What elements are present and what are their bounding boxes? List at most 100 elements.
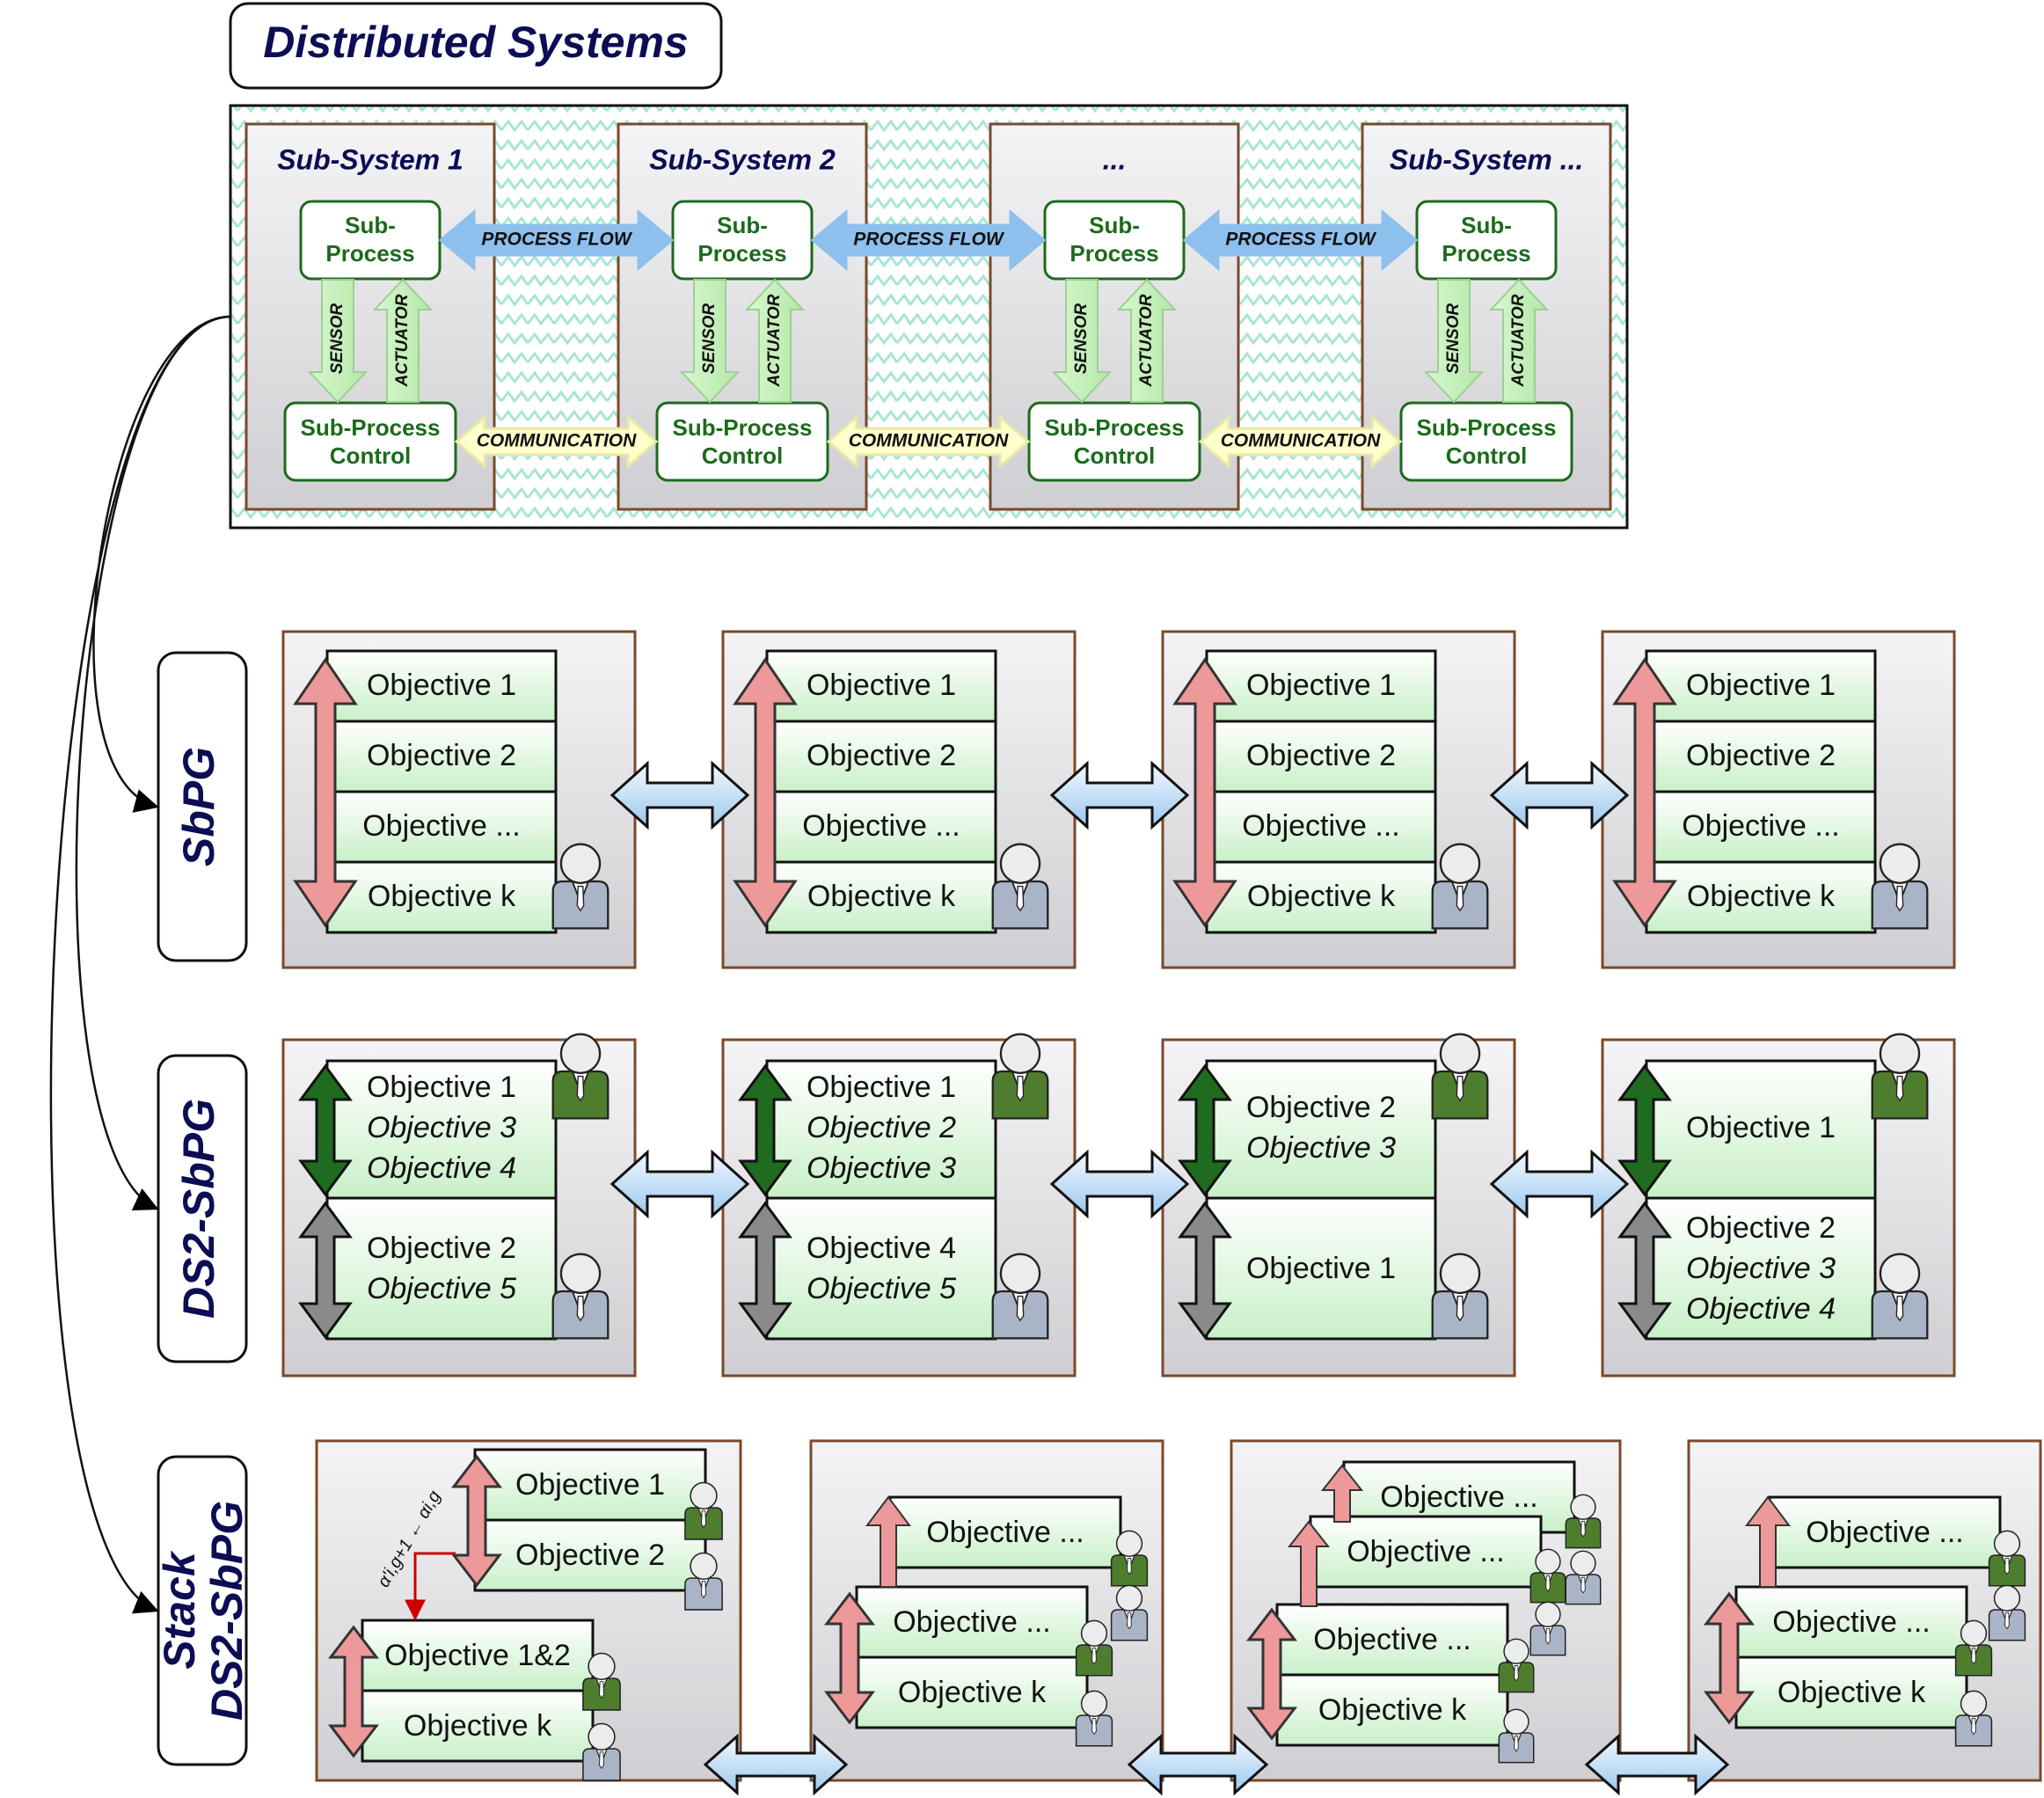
- objective-label: Objective 2: [1686, 739, 1836, 772]
- objective-label: Objective k: [807, 880, 956, 913]
- person-head: [690, 1552, 718, 1581]
- objective-label: Objective ...: [1347, 1535, 1505, 1568]
- process-flow-label: PROCESS FLOW: [481, 230, 633, 250]
- person-tie: [576, 1295, 585, 1322]
- sensor-label: SENSOR: [700, 303, 719, 375]
- objective-label: Objective 3: [1686, 1252, 1836, 1285]
- person-tie: [1091, 1648, 1097, 1665]
- row-label-ds2-sbpg: DS2-SbPG: [174, 1099, 223, 1319]
- person-tie: [1545, 1628, 1551, 1645]
- person-head: [1439, 1033, 1481, 1074]
- group-arrow: [1617, 1063, 1672, 1197]
- person-tie: [2004, 1558, 2010, 1575]
- person-icon: [1498, 1708, 1535, 1764]
- person-tie: [1545, 1575, 1551, 1592]
- objective-label: Objective 3: [367, 1111, 516, 1144]
- objective-label: Objective 5: [807, 1272, 956, 1305]
- objective-label: Objective 1: [367, 669, 516, 702]
- person-icon: [684, 1481, 723, 1540]
- group-arrow: [738, 1201, 792, 1340]
- person-tie: [1895, 1075, 1904, 1102]
- priority-arrow: [733, 657, 798, 928]
- control-label: Control: [330, 442, 411, 469]
- person-tie: [1580, 1577, 1586, 1594]
- person-icon: [991, 1253, 1049, 1340]
- person-icon: [991, 843, 1049, 930]
- person-icon: [1954, 1690, 1993, 1747]
- control-label: Control: [1074, 442, 1155, 469]
- objective-label: Objective 1: [515, 1468, 665, 1502]
- objective-group-box: [1645, 1059, 1877, 1200]
- person-head: [1080, 1690, 1108, 1717]
- objective-label: Objective 1&2: [384, 1639, 571, 1672]
- person-icon: [1988, 1530, 2026, 1587]
- person-icon: [1954, 1619, 1993, 1677]
- person-head: [559, 1253, 602, 1294]
- person-head: [1960, 1690, 1988, 1717]
- person-icon: [1565, 1494, 1602, 1549]
- sensor-arrow: [1423, 279, 1485, 404]
- actuator-arrow: [744, 278, 806, 403]
- person-tie: [1895, 885, 1904, 912]
- interaction-arrow: [1127, 1733, 1269, 1796]
- actuator-label: ACTUATOR: [1137, 294, 1156, 387]
- process-flow-arrow: [810, 208, 1047, 272]
- row-label-stack-ds2: DS2-SbPG: [202, 1501, 252, 1721]
- actuator-arrow: [372, 278, 434, 403]
- objective-label: Objective 2: [807, 1111, 956, 1144]
- person-head: [1080, 1619, 1108, 1647]
- objective-label: Objective 4: [367, 1151, 516, 1185]
- sensor-label: SENSOR: [1072, 303, 1091, 375]
- subsystem-title: Sub-System ...: [1390, 143, 1584, 175]
- objective-box: [855, 1655, 1089, 1729]
- person-icon: [1431, 1253, 1489, 1340]
- objective-label: Objective ...: [1682, 809, 1840, 843]
- actuator-arrow: [1116, 278, 1178, 403]
- person-icon: [551, 843, 610, 930]
- person-icon: [1871, 843, 1929, 930]
- priority-arrow: [327, 1625, 380, 1758]
- objective-label: Objective 3: [1246, 1131, 1396, 1165]
- person-icon: [1110, 1530, 1149, 1587]
- person-head: [690, 1481, 718, 1510]
- objective-group-box: [765, 1196, 997, 1341]
- actuator-arrow: [1488, 278, 1550, 403]
- person-tie: [1971, 1718, 1976, 1736]
- subprocess-label: Sub-: [1461, 212, 1512, 238]
- interaction-arrow: [610, 760, 750, 830]
- objective-label: Objective 2: [807, 739, 956, 772]
- person-icon: [582, 1722, 621, 1781]
- objective-box: [1275, 1603, 1509, 1677]
- person-tie: [1514, 1736, 1519, 1752]
- person-icon: [1075, 1690, 1113, 1747]
- person-icon: [1431, 1033, 1489, 1120]
- priority-arrow: [1172, 657, 1237, 928]
- objective-box: [361, 1619, 595, 1692]
- interaction-arrow: [610, 1149, 750, 1219]
- objective-box: [855, 1585, 1089, 1659]
- interaction-arrow: [1584, 1733, 1730, 1796]
- group-arrow: [298, 1063, 353, 1197]
- person-head: [1115, 1530, 1143, 1557]
- objective-box: [473, 1448, 707, 1522]
- objective-box: [1734, 1585, 1968, 1659]
- process-flow-arrow: [438, 208, 675, 272]
- communication-label: COMMUNICATION: [477, 431, 637, 451]
- objective-label: Objective k: [898, 1676, 1047, 1709]
- objective-label: Objective 1: [1246, 1252, 1396, 1285]
- objective-group-box: [1205, 1059, 1437, 1200]
- person-tie: [1127, 1558, 1132, 1575]
- control-label: Sub-Process: [1417, 414, 1557, 441]
- objective-label: Objective 2: [1246, 1091, 1396, 1124]
- subprocess-label: Process: [697, 240, 786, 267]
- sensor-arrow: [1051, 279, 1113, 404]
- objective-box: [1645, 720, 1877, 793]
- person-head: [559, 1033, 602, 1074]
- objective-label: Objective 2: [1246, 739, 1396, 772]
- sensor-arrow: [307, 279, 369, 404]
- person-head: [588, 1652, 616, 1681]
- subsystem-title: ...: [1103, 143, 1127, 175]
- priority-arrow: [1245, 1607, 1298, 1741]
- objective-label: Objective ...: [1806, 1516, 1964, 1549]
- person-head: [1879, 1253, 1921, 1294]
